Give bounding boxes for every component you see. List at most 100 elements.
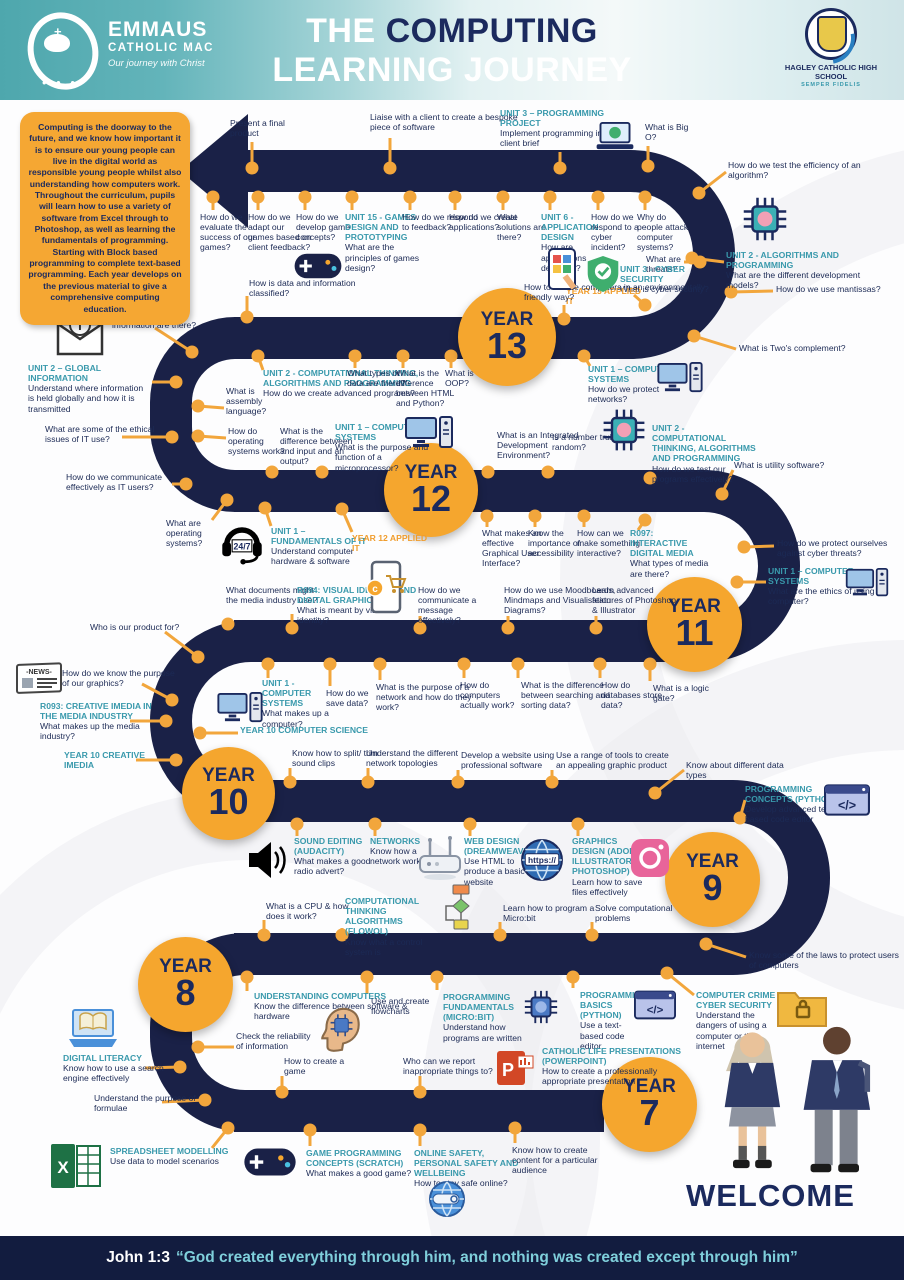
callout-title: UNIT 3 - CYBER SECURITY — [620, 264, 685, 285]
callout-title: R094: VISUAL IDENTITY AND DIGITAL GRAPHI… — [297, 585, 417, 606]
callout-text: How do we develop game concepts? — [296, 212, 350, 243]
callout-text: How do we respond to a cyber incident? — [591, 212, 639, 253]
phone-cart-icon: c — [366, 560, 408, 616]
callout-text: What is Two's complement? — [739, 343, 846, 353]
callout-text: What is a CPU & how does it work? — [266, 901, 349, 922]
callout: How do we test the efficiency of an algo… — [728, 160, 898, 180]
desktop-computer-icon — [402, 416, 456, 450]
callout-text: Use data to model scenarios — [110, 1156, 219, 1167]
callout-text: Know how to split/ trim sound clips — [292, 748, 378, 769]
callout: What is an Integrated Development Enviro… — [497, 430, 583, 460]
callout-text: What is the difference between searching… — [521, 680, 610, 711]
callout-text: How do we create applications? — [449, 212, 518, 233]
footer-scripture-bar: John 1:3 “God created everything through… — [0, 1236, 904, 1280]
callout-text: Develop advanced text-based code editor — [745, 804, 836, 825]
callout-title: GAME PROGRAMMING CONCEPTS (SCRATCH) — [306, 1148, 404, 1169]
callout-text: What is Big O? — [645, 122, 689, 143]
students-icon — [715, 1018, 895, 1188]
callout-text: What is the difference between HTML and … — [396, 368, 454, 409]
callout: Is a number truly random? — [552, 432, 632, 452]
callout-title: YEAR 12 APPLIED IT — [352, 533, 428, 554]
callout-text: What is the purpose and function of a mi… — [335, 442, 429, 473]
callout-text: What are the ethics of using a computer? — [768, 586, 882, 607]
callout-text: Understand the purpose of formulae — [94, 1093, 196, 1114]
scripture-quote: “God created everything through him, and… — [175, 1249, 798, 1266]
callout: PROGRAMMING BASICS (PYTHON)Use a text-ba… — [580, 990, 647, 1051]
callout: How to do use computers in an environmen… — [524, 282, 714, 302]
callout-text: What is assembly language? — [226, 386, 267, 417]
road-segment — [234, 1090, 604, 1132]
callout-title: R097: INTERACTIVE DIGITAL MEDIA — [630, 528, 694, 559]
phone-apps-icon — [545, 248, 579, 292]
road-segment — [234, 933, 651, 975]
callout: What is Big O? — [645, 122, 700, 142]
callout-text: Understand how programs are written — [443, 1022, 522, 1043]
callout: PROGRAMMING CONCEPTS (PYTHON)Develop adv… — [745, 784, 857, 825]
callout: Check the reliability of information — [236, 1031, 318, 1051]
year-badge-number: 9 — [702, 867, 723, 909]
callout: R094: VISUAL IDENTITY AND DIGITAL GRAPHI… — [297, 585, 419, 626]
year-badge-label: YEAR — [668, 596, 721, 618]
callout: Learn how to program a Micro:bit — [503, 903, 615, 923]
callout: How can we make something interactive? — [577, 528, 643, 558]
laptop-book-icon — [68, 1008, 118, 1050]
callout-text: What is an Integrated Development Enviro… — [497, 430, 579, 461]
emmaus-subname: CATHOLIC MAC — [108, 42, 214, 54]
callout-text: Know the difference between software & h… — [254, 1001, 408, 1022]
desktop-computer-icon — [214, 692, 266, 724]
year-badge-number: 12 — [410, 477, 452, 519]
emmaus-logo-text: EMMAUS CATHOLIC MAC Our journey with Chr… — [108, 18, 214, 69]
callout-title: WEB DESIGN (DREAMWEAVER) — [464, 836, 539, 857]
callout: How do we protect ourselves against cybe… — [777, 538, 904, 558]
callout-text: Understand the dangers of using a comput… — [696, 1010, 767, 1051]
headset-247-icon: 24/7 — [220, 519, 264, 565]
callout-title: CATHOLIC LIFE PRESENTATIONS (POWERPOINT) — [542, 1046, 681, 1067]
callout-text: Use HTML to produce a basic website — [464, 856, 525, 887]
callout: What is OOP? — [445, 368, 495, 388]
callout-text: How can we make something interactive? — [577, 528, 641, 559]
callout-title: PROGRAMMING FUNDAMENTALS (MICRO:BIT) — [443, 992, 514, 1023]
callout-text: Solve computational problems — [595, 903, 673, 924]
callout-text: Learn how to save files effectively — [572, 876, 643, 897]
callout-text: How do we create advanced programs? — [263, 388, 415, 399]
callout-text: What are the principles of games design? — [345, 242, 420, 273]
chip-blue-icon — [522, 988, 560, 1026]
callout-title: SPREADSHEET MODELLING — [110, 1146, 229, 1156]
school-logo: HAGLEY CATHOLIC HIGH SCHOOL SEMPER FIDEL… — [776, 1, 886, 88]
callout: What is the difference between and input… — [280, 426, 356, 467]
callout-text: How do we respond to feedback? — [402, 212, 478, 233]
emmaus-logo-icon: +• • • — [17, 3, 109, 99]
callout: R093: CREATIVE IMEDIA IN THE MEDIA INDUS… — [40, 701, 158, 742]
school-crest-icon — [792, 1, 866, 75]
callout-text: What makes an effective Graphical User I… — [482, 528, 542, 569]
year-badge-number: 10 — [208, 781, 249, 823]
callout: GAME PROGRAMMING CONCEPTS (SCRATCH)What … — [306, 1148, 421, 1178]
callout: Present a final product — [230, 118, 310, 138]
globe-search-icon — [426, 1180, 470, 1218]
gamepad-icon — [243, 1144, 297, 1180]
news-icon: -NEWS- — [14, 661, 66, 699]
callout-text: Learn how to program a Micro:bit — [503, 903, 595, 924]
callout-text: What documents might the media industry … — [226, 585, 318, 606]
callout-text: Know how a network works — [370, 846, 425, 867]
callout: How to create a game — [284, 1056, 362, 1076]
callout: How do we know the purpose of our graphi… — [62, 668, 180, 688]
callout-text: What makes a good game? — [306, 1168, 412, 1179]
desktop-computer-icon — [843, 568, 891, 598]
school-name: HAGLEY CATHOLIC HIGH SCHOOL — [784, 63, 878, 81]
callout-text: How do operating systems work? — [228, 426, 285, 457]
callout: GRAPHICS DESIGN (ADOBE ILLUSTRATOR & PHO… — [572, 836, 652, 897]
callout: How is data and information classified? — [249, 278, 389, 298]
callout-text: What makes up the media industry? — [40, 721, 140, 742]
callout: What are operating systems? — [166, 518, 232, 548]
